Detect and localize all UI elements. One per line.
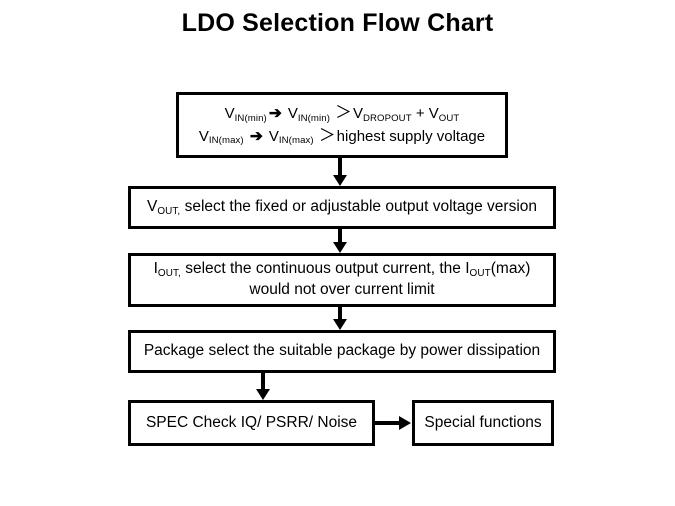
flow-node-vin-condition: VIN(min)➔ VIN(min) ＞VDROPOUT + VOUT VIN(…: [176, 92, 508, 158]
connector-stem: [375, 421, 401, 425]
iout-text-mid: select the continuous output current, th…: [180, 260, 466, 278]
flow-node-spec-check: SPEC Check IQ/ PSRR/ Noise: [128, 400, 375, 446]
flow-node-vin-content: VIN(min)➔ VIN(min) ＞VDROPOUT + VOUT VIN(…: [179, 102, 505, 147]
arrowhead-right-icon: [399, 416, 411, 430]
vin-max-v1-sub: IN(max): [208, 135, 244, 147]
greater-than-icon: ＞: [318, 126, 336, 145]
right-arrow-icon: ➔: [249, 128, 263, 145]
vin-max-tail: highest supply voltage: [336, 128, 486, 145]
iout-line-2: would not over current limit: [249, 281, 435, 298]
flow-node-vout-selection: VOUT, select the fixed or adjustable out…: [128, 186, 556, 229]
vin-min-v1: V: [224, 105, 235, 123]
iout-sub-2: OUT: [469, 267, 491, 279]
flow-node-iout-selection: IOUT, select the continuous output curre…: [128, 253, 556, 307]
vin-max-v2: V: [268, 128, 279, 145]
iout-sub: OUT,: [157, 267, 181, 279]
iout-text-tail: (max): [490, 260, 531, 278]
flow-node-vout-content: VOUT, select the fixed or adjustable out…: [131, 197, 553, 218]
flow-node-package-selection: Package select the suitable package by p…: [128, 330, 556, 373]
vin-max-v1: V: [198, 128, 209, 145]
vin-min-v3: V: [352, 105, 363, 123]
vout-text: select the fixed or adjustable output vo…: [180, 198, 538, 216]
vin-max-v2-sub: IN(max): [278, 135, 314, 147]
flow-node-special-content: Special functions: [415, 413, 551, 434]
vout-line: VOUT, select the fixed or adjustable out…: [137, 197, 547, 218]
vout-sub: OUT,: [157, 205, 181, 217]
iout-base: I: [153, 260, 158, 278]
iout-base-2: I: [465, 260, 470, 278]
special-text: Special functions: [424, 413, 542, 431]
flow-node-special-functions: Special functions: [412, 400, 554, 446]
arrowhead-down-icon: [333, 242, 347, 253]
flow-node-package-content: Package select the suitable package by p…: [131, 341, 553, 362]
arrowhead-down-icon: [256, 389, 270, 400]
vin-min-v4: V: [428, 105, 439, 123]
connector-stem: [338, 307, 342, 321]
flow-node-iout-content: IOUT, select the continuous output curre…: [131, 259, 553, 301]
vout-base: V: [146, 198, 158, 216]
arrowhead-down-icon: [333, 319, 347, 330]
page-title: LDO Selection Flow Chart: [181, 9, 494, 37]
vin-line-min: VIN(min)➔ VIN(min) ＞VDROPOUT + VOUT: [185, 102, 499, 125]
vin-min-v1-sub: IN(min): [234, 112, 267, 124]
arrowhead-down-icon: [333, 175, 347, 186]
connector-stem: [338, 158, 342, 177]
vin-min-v2-sub: IN(min): [297, 112, 330, 124]
right-arrow-icon: ➔: [268, 105, 282, 123]
connector-stem: [261, 373, 265, 391]
greater-than-icon: ＞: [335, 103, 352, 123]
connector-stem: [338, 229, 342, 244]
vin-line-max: VIN(max) ➔ VIN(max) ＞highest supply volt…: [185, 125, 499, 148]
flow-node-spec-content: SPEC Check IQ/ PSRR/ Noise: [131, 413, 372, 434]
package-text: Package select the suitable package by p…: [143, 342, 541, 360]
spec-text: SPEC Check IQ/ PSRR/ Noise: [145, 413, 358, 431]
plus-sign: +: [415, 105, 425, 123]
vin-min-v3-sub: DROPOUT: [362, 112, 412, 124]
vin-min-v4-sub: OUT: [438, 112, 460, 124]
vin-min-v2: V: [287, 105, 298, 123]
iout-line-1: IOUT, select the continuous output curre…: [137, 259, 547, 280]
